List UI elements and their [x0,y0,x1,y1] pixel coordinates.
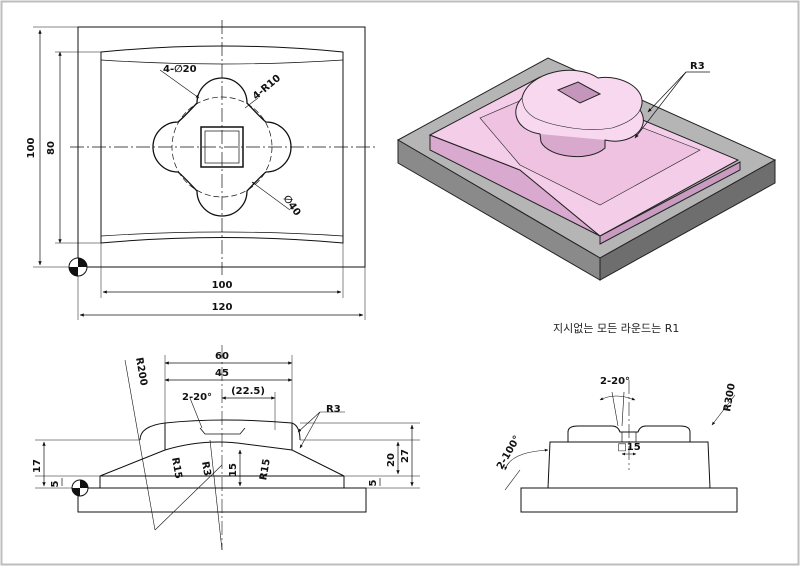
iso-view [396,57,777,281]
side-label-square: □15 [617,442,640,453]
side-label-r300: R300 [722,382,738,412]
label-fillets: 4-R10 [251,73,283,102]
front-dim-5-right: 5 [368,479,379,486]
front-dim-27: 27 [400,449,411,463]
front-dim-15: 15 [228,463,239,477]
clover-boss-outline [152,77,292,217]
dim-pocket-height: 80 [46,141,57,155]
side-label-draft-side: 2-100° [495,434,523,472]
front-label-r15-right: R15 [258,458,273,481]
front-dim-45: 45 [215,368,229,379]
front-dim-17: 17 [32,459,43,473]
side-base-plate [520,487,738,513]
front-view [35,345,420,551]
front-dim-60: 60 [215,351,229,362]
dim-overall-width: 120 [212,302,233,313]
front-slope-profile [99,441,345,477]
side-view [504,380,738,513]
front-dim-22-5: (22.5) [231,386,265,397]
front-boss-profile [139,419,301,441]
front-dim-5-left: 5 [50,480,61,487]
dim-overall-height: 100 [26,138,37,159]
origin-symbol-top [68,257,88,277]
front-label-r15-left: R15 [169,457,184,480]
iso-square-hole [556,81,602,104]
iso-part-right-face [599,161,741,245]
label-holes: 4-∅20 [163,64,197,75]
front-label-r3-top: R3 [326,404,341,415]
iso-base-right [599,159,776,281]
top-view [33,20,375,320]
side-label-draft-top: 2-20° [600,376,630,387]
iso-clover-boss [515,69,644,151]
square-hole [200,126,244,168]
front-dim-20: 20 [386,453,397,467]
iso-label-fillet: R3 [690,61,705,72]
front-label-draft: 2-20° [182,392,212,403]
front-label-r200: R200 [133,357,149,387]
origin-symbol-front [71,479,89,497]
rounding-note: 지시없는 모든 라운드는 R1 [553,322,679,335]
dim-pocket-width: 100 [212,280,233,291]
front-label-r3: R3 [199,461,212,477]
